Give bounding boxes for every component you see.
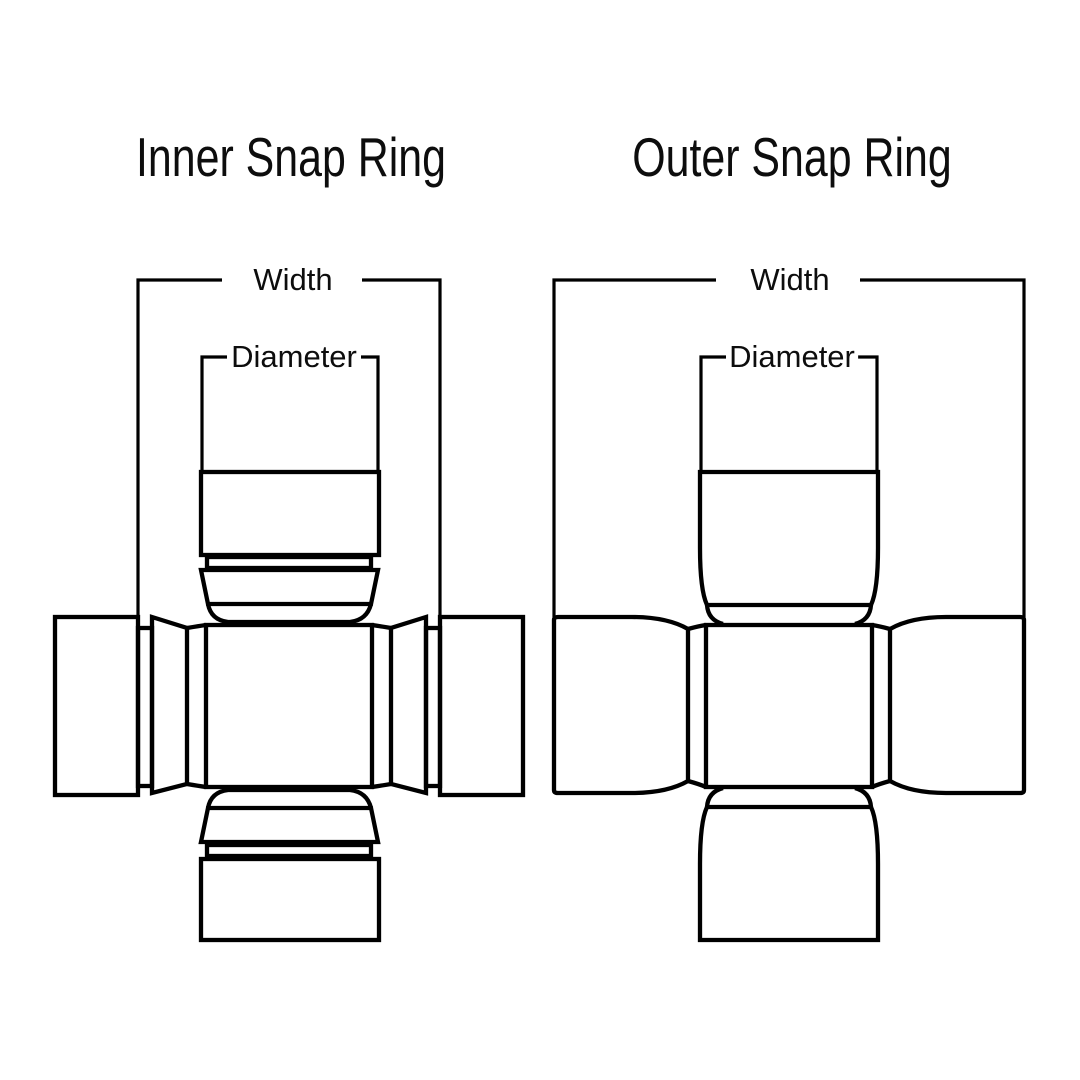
inner-top-snap-ring-groove xyxy=(204,554,374,571)
inner-diagram-title: Inner Snap Ring xyxy=(135,125,447,188)
inner-left-neck-curves xyxy=(186,622,207,790)
outer-right-bearing-cup xyxy=(887,614,1027,796)
outer-width-dimension-bracket xyxy=(552,278,1026,617)
outer-left-neck-curves xyxy=(687,622,707,789)
outer-diameter-dimension-bracket xyxy=(699,355,879,472)
outer-diagram-title: Outer Snap Ring xyxy=(632,125,952,188)
outer-snap-ring-diagram xyxy=(551,278,1027,943)
inner-bottom-bearing-cap xyxy=(198,856,382,943)
inner-bottom-cup-lip xyxy=(205,787,374,809)
outer-width-label: Width xyxy=(747,262,833,298)
inner-center-body xyxy=(203,622,375,790)
outer-right-neck-curves xyxy=(871,622,891,789)
outer-bottom-bearing-cup xyxy=(697,804,881,943)
inner-bottom-snap-ring-band xyxy=(198,805,381,845)
inner-right-snap-ring-band xyxy=(388,614,429,796)
outer-bottom-neck-curves xyxy=(704,785,874,808)
outer-top-bearing-cup xyxy=(697,469,881,608)
inner-width-dimension-bracket xyxy=(136,278,442,617)
inner-snap-ring-diagram xyxy=(52,278,526,943)
inner-right-neck-curves xyxy=(371,622,392,790)
inner-bottom-snap-ring-groove xyxy=(204,842,374,859)
inner-right-bearing-cap xyxy=(437,614,526,798)
inner-top-cup-lip xyxy=(205,603,374,625)
inner-top-snap-ring-band xyxy=(198,567,381,607)
outer-center-body xyxy=(703,622,875,790)
outer-diameter-label: Diameter xyxy=(726,339,858,375)
inner-width-label: Width xyxy=(250,262,336,298)
inner-left-snap-ring-band xyxy=(149,614,190,796)
inner-diameter-label: Diameter xyxy=(228,339,360,375)
inner-diameter-dimension-bracket xyxy=(200,355,380,472)
inner-left-bearing-cap xyxy=(52,614,141,798)
outer-top-neck-curves xyxy=(704,604,874,627)
inner-top-bearing-cap xyxy=(198,469,382,558)
outer-left-bearing-cup xyxy=(551,614,691,796)
